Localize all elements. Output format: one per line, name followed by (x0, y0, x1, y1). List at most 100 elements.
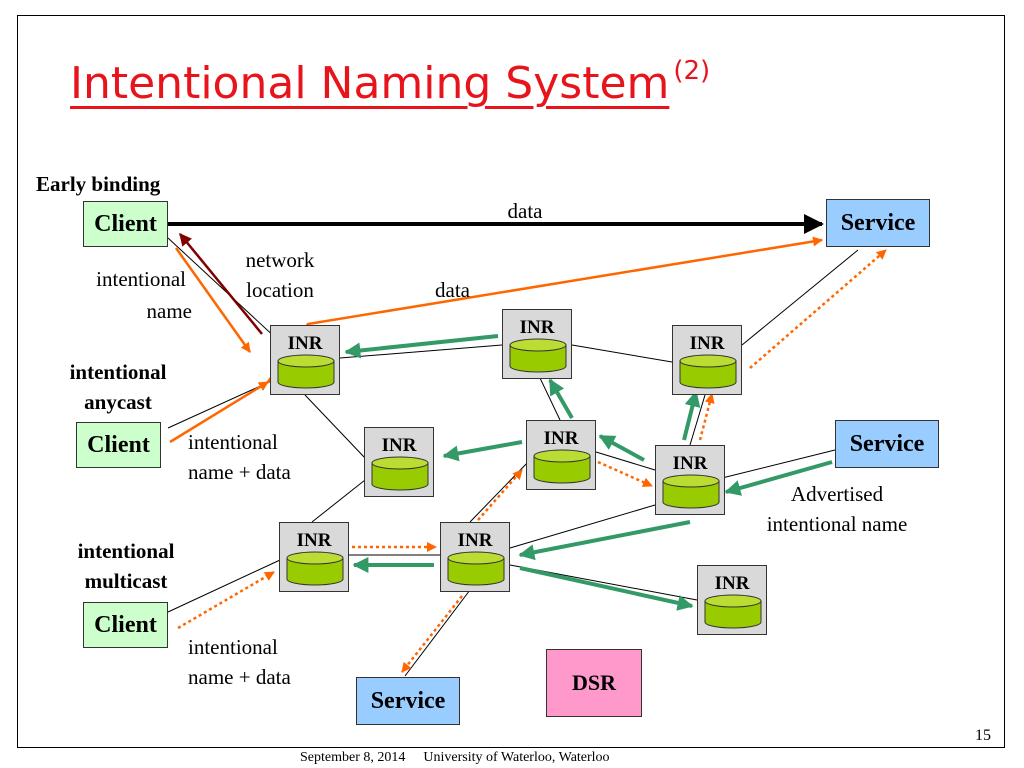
connection-lines (167, 237, 859, 677)
label-advertised-line2: intentional name (766, 512, 908, 536)
database-icon (704, 594, 762, 629)
green-arrows (344, 334, 833, 611)
inr-label: INR (714, 573, 750, 594)
dsr-box: DSR (546, 649, 642, 717)
arrow-network-location (179, 233, 263, 335)
inr-label: INR (296, 530, 332, 551)
label-data-top: data (507, 199, 543, 223)
label-intentional-name-line1: intentional (96, 267, 186, 291)
label-anycast-name-data-line1: intentional (188, 430, 278, 454)
slide-footer: September 8, 2014 University of Waterloo,… (300, 750, 628, 766)
inr-label: INR (381, 435, 417, 456)
client-anycast: Client (76, 422, 161, 468)
green-inrE-to-inrB (548, 378, 574, 420)
link-inrA-inrB (339, 344, 503, 359)
multicast-heading-line1: intentional (77, 539, 175, 563)
label-multicast-name-data-line1: intentional (188, 635, 278, 659)
link-inrB-inrE (539, 377, 561, 421)
dotted-inrH-to-inrE (477, 469, 523, 521)
database-icon (679, 354, 737, 389)
inr-node-h: INR (440, 522, 510, 592)
link-inrH-service3 (404, 589, 471, 677)
inr-node-g: INR (279, 522, 349, 592)
client-multicast: Client (83, 602, 168, 648)
link-inrC-service1 (741, 249, 859, 346)
service-top: Service (826, 199, 930, 247)
link-inrC-inrF (689, 394, 706, 446)
anycast-heading-line2: anycast (84, 390, 152, 414)
dotted-client3-to-inrG (177, 570, 275, 630)
title-superscript: (2) (673, 56, 711, 86)
database-icon (662, 474, 720, 509)
database-icon (447, 551, 505, 586)
client-label: Client (94, 210, 157, 237)
green-inrE-to-inrD (442, 440, 523, 462)
dotted-inrF-to-inrC (698, 393, 715, 441)
link-inrD-inrG (311, 479, 366, 523)
database-icon (509, 338, 567, 373)
service-label: Service (370, 687, 446, 714)
database-icon (533, 449, 591, 484)
dotted-inrC-to-service1 (749, 249, 887, 369)
inr-label: INR (519, 317, 555, 338)
label-multicast-name-data-line2: name + data (188, 665, 291, 689)
orange-dotted-arrows (177, 249, 887, 673)
green-inrH-to-inrI (519, 566, 694, 611)
service-middle: Service (835, 420, 939, 468)
database-icon (277, 354, 335, 389)
label-advertised-line1: Advertised (790, 482, 884, 506)
green-inrF-to-inrH (518, 520, 691, 561)
inr-label: INR (543, 428, 579, 449)
database-icon (371, 456, 429, 491)
slide-title: Intentional Naming System(2) (70, 56, 711, 109)
client-label: Client (87, 431, 150, 458)
link-inrF-inrH (509, 504, 656, 549)
footer-organization: University of Waterloo, Waterloo (423, 750, 610, 765)
database-icon (286, 551, 344, 586)
page-number: 15 (975, 727, 991, 744)
label-intentional-name-line2: name (146, 299, 192, 323)
client-early-binding: Client (83, 201, 168, 247)
title-text: Intentional Naming System (70, 58, 670, 109)
link-inrF-service2 (721, 449, 836, 479)
arrow-anycast-name-data (169, 380, 269, 444)
link-inrE-inrF (595, 451, 656, 471)
inr-label: INR (672, 453, 708, 474)
green-inrF-to-inrC (682, 390, 701, 441)
inr-node-a: INR (270, 325, 340, 395)
slide-frame (17, 15, 1005, 748)
early-binding-heading: Early binding (36, 172, 161, 196)
footer-date: September 8, 2014 (300, 750, 406, 765)
inr-label: INR (689, 333, 725, 354)
service-label: Service (840, 209, 916, 236)
green-inrB-to-inrA (344, 334, 499, 359)
inr-node-f: INR (655, 445, 725, 515)
green-service2-to-inrF (724, 460, 833, 496)
inr-node-d: INR (364, 427, 434, 497)
arrow-intentional-name (174, 247, 252, 353)
inr-node-b: INR (502, 309, 572, 379)
label-anycast-name-data-line2: name + data (188, 460, 291, 484)
link-inrA-inrD (304, 394, 366, 459)
service-label: Service (849, 430, 925, 457)
link-inrB-inrC (571, 344, 673, 363)
inr-label: INR (287, 333, 323, 354)
label-network-location-line2: location (246, 278, 314, 302)
label-network-location-line1: network (245, 248, 315, 272)
dsr-label: DSR (571, 670, 616, 695)
label-data-middle: data (435, 278, 470, 302)
multicast-heading-line2: multicast (84, 569, 168, 593)
link-client3-inrG (167, 559, 281, 613)
inr-node-i: INR (697, 565, 767, 635)
green-inrF-to-inrE (598, 434, 645, 462)
dotted-inrH-to-service3 (401, 595, 463, 673)
dotted-inrE-to-inrF (597, 460, 653, 488)
service-bottom: Service (356, 677, 460, 725)
inr-label: INR (457, 530, 493, 551)
inr-node-c: INR (672, 325, 742, 395)
link-client1-inrA (167, 237, 279, 341)
inr-node-e: INR (526, 420, 596, 490)
anycast-heading-line1: intentional (69, 360, 167, 384)
